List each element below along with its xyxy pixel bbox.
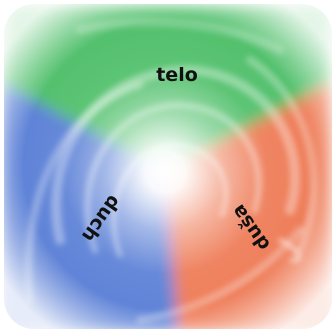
- label-telo: telo: [156, 64, 198, 86]
